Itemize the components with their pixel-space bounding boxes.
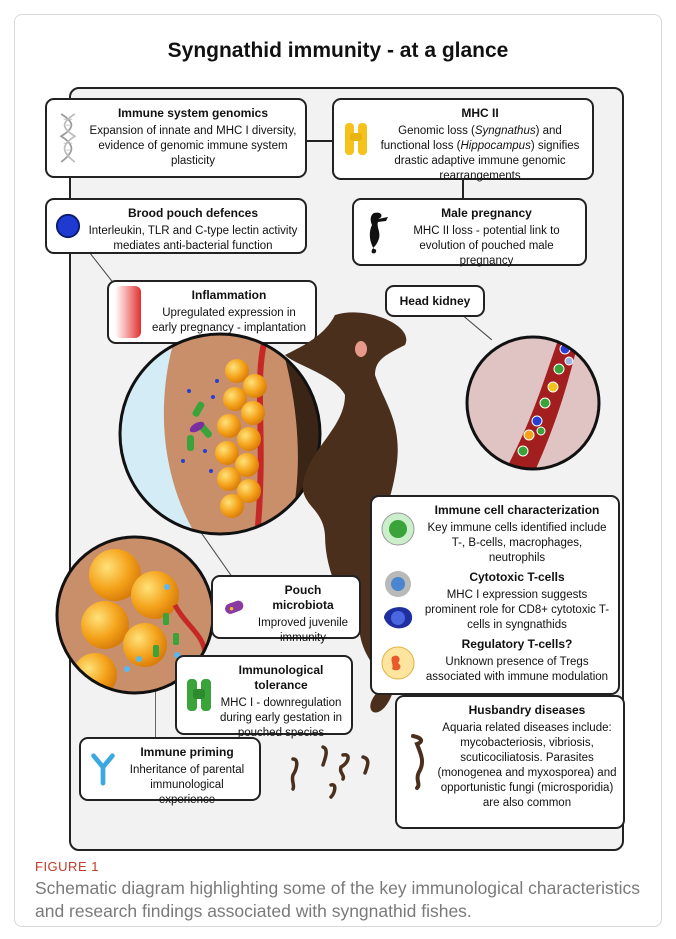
microbiota-text: Improved juvenile immunity xyxy=(253,616,353,646)
tolerance-heading: Immunological tolerance xyxy=(217,663,345,693)
characterization-text: Key immune cells identified include T-, … xyxy=(424,521,610,566)
regulatory-heading: Regulatory T-cells? xyxy=(424,637,610,652)
cell-row-cytotoxic: Cytotoxic T-cells MHC I expression sugge… xyxy=(380,570,610,633)
cytotoxic-text: MHC I expression suggests prominent role… xyxy=(424,588,610,633)
husbandry-text: Aquaria related diseases include: mycoba… xyxy=(437,721,617,811)
priming-text: Inheritance of parental immunological ex… xyxy=(121,763,253,808)
brood-text: Interleukin, TLR and C-type lectin activ… xyxy=(87,224,299,254)
priming-heading: Immune priming xyxy=(121,745,253,760)
figure-card: Syngnathid immunity - at a glance Immune… xyxy=(14,14,662,927)
cytotoxic-heading: Cytotoxic T-cells xyxy=(424,570,610,585)
figure-title: Syngnathid immunity - at a glance xyxy=(15,39,661,63)
genomics-heading: Immune system genomics xyxy=(87,106,299,121)
cytotoxic-cell-icon xyxy=(380,600,416,636)
husbandry-heading: Husbandry diseases xyxy=(437,703,617,718)
genomics-text: Expansion of innate and MHC I diversity,… xyxy=(87,124,299,169)
antibody-icon xyxy=(89,752,117,786)
brood-box: Brood pouch defences Interleukin, TLR an… xyxy=(45,198,307,254)
male-pregnancy-heading: Male pregnancy xyxy=(394,206,579,221)
pipefish-icon xyxy=(405,732,433,792)
mhc2-text: Genomic loss (Syngnathus) and functional… xyxy=(374,124,586,184)
tolerance-box: Immunological tolerance MHC I - downregu… xyxy=(175,655,353,735)
juvenile-seahorses-illustration xyxy=(283,739,393,809)
husbandry-box: Husbandry diseases Aquaria related disea… xyxy=(395,695,625,829)
immune-cells-box: Immune cell characterization Key immune … xyxy=(370,495,620,695)
cell-row-regulatory: Regulatory T-cells? Unknown presence of … xyxy=(380,637,610,685)
male-pregnancy-box: Male pregnancy MHC II loss - potential l… xyxy=(352,198,587,266)
inflammation-heading: Inflammation xyxy=(149,288,309,303)
dna-helix-icon xyxy=(56,107,80,169)
regulatory-text: Unknown presence of Tregs associated wit… xyxy=(424,655,610,685)
mhc2-heading: MHC II xyxy=(374,106,586,121)
male-pregnancy-text: MHC II loss - potential link to evolutio… xyxy=(394,224,579,269)
figure-label: FIGURE 1 xyxy=(35,859,99,874)
bacterium-icon xyxy=(221,595,249,619)
genomics-box: Immune system genomics Expansion of inna… xyxy=(45,98,307,178)
head-kidney-illustration xyxy=(465,335,601,471)
cell-row-characterization: Immune cell characterization Key immune … xyxy=(380,503,610,566)
t-cell-icon xyxy=(380,511,416,547)
mhc2-box: MHC II Genomic loss (Syngnathus) and fun… xyxy=(332,98,594,180)
treg-icon xyxy=(380,645,416,681)
brood-heading: Brood pouch defences xyxy=(87,206,299,221)
seahorse-icon xyxy=(362,209,390,255)
mhc-dimer-icon xyxy=(185,675,213,715)
microbiota-heading: Pouch microbiota xyxy=(253,583,353,613)
priming-box: Immune priming Inheritance of parental i… xyxy=(79,737,261,801)
blue-sphere-icon xyxy=(55,213,81,239)
figure-caption: Schematic diagram highlighting some of t… xyxy=(35,877,662,923)
characterization-heading: Immune cell characterization xyxy=(424,503,610,518)
mhc-receptor-icon xyxy=(342,119,370,159)
microbiota-box: Pouch microbiota Improved juvenile immun… xyxy=(211,575,361,639)
tolerance-text: MHC I - downregulation during early gest… xyxy=(217,696,345,741)
